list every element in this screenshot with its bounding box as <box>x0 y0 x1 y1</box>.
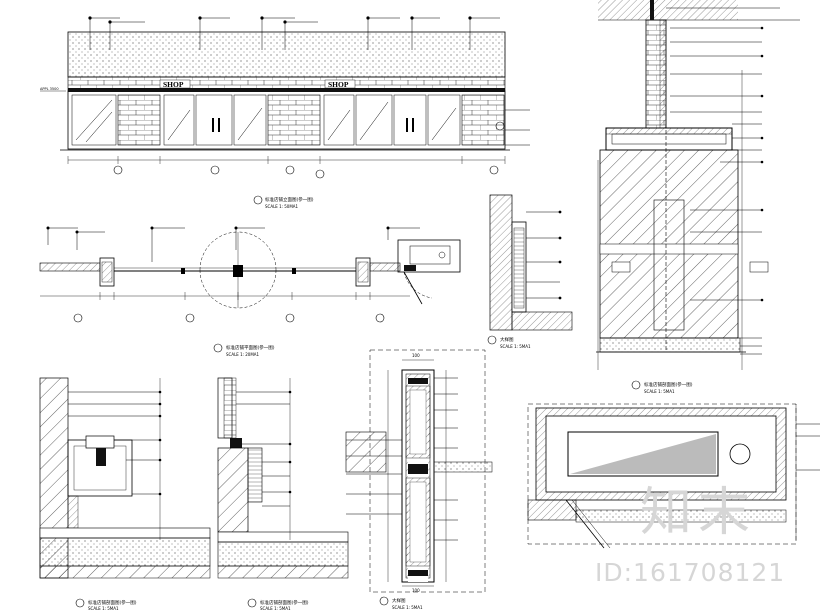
section-b-drawing: 标准店铺剖面图(参一图) SCALE 1: 5MA1 <box>217 377 349 611</box>
door-dim-bottom: 100 <box>412 588 420 593</box>
right-section-drawing: 标准店铺剖面图(参一图) SCALE 1: 5MA1 <box>596 0 800 394</box>
plan-title: 标准店铺平面图(参一图) <box>226 344 275 351</box>
elevation-title: 标准店铺立面图(参一图) <box>265 196 314 203</box>
sign-box-drawing <box>527 403 820 549</box>
section-a-scale: SCALE 1: 5MA1 <box>88 606 119 611</box>
door-dim-top: 100 <box>412 353 420 358</box>
plan-scale: SCALE 1: 20MA1 <box>226 352 260 357</box>
small-detail-scale: SCALE 1: 5MA1 <box>500 344 531 349</box>
right-section-title: 标准店铺剖面图(参一图) <box>644 381 693 388</box>
door-detail-drawing: 100 100 大样图 SCALE 1: 5MA1 <box>345 349 493 610</box>
right-section-scale: SCALE 1: 5MA1 <box>644 389 675 394</box>
small-detail-drawing: 大样图 SCALE 1: 5MA1 <box>487 194 573 349</box>
shop-sign-left: SHOP <box>163 80 184 89</box>
elevation-drawing: SHOP SHOP APPL 3500 标准店铺立面图(参一图) SCALE <box>40 16 530 209</box>
plan-drawing: 标准店铺平面图(参一图) SCALE 1: 20MA1 <box>39 226 461 357</box>
section-b-scale: SCALE 1: 5MA1 <box>260 606 291 611</box>
level-mark: APPL 3500 <box>40 87 59 91</box>
section-a-drawing: 标准店铺剖面图(参一图) SCALE 1: 5MA1 <box>39 377 211 611</box>
door-detail-title: 大样图 <box>392 597 406 604</box>
section-b-title: 标准店铺剖面图(参一图) <box>260 599 309 606</box>
elevation-scale: SCALE 1: 50MA1 <box>265 204 299 209</box>
small-detail-title: 大样图 <box>500 336 514 343</box>
door-detail-scale: SCALE 1: 5MA1 <box>392 605 423 610</box>
section-a-title: 标准店铺剖面图(参一图) <box>88 599 137 606</box>
shop-sign-right: SHOP <box>328 80 349 89</box>
